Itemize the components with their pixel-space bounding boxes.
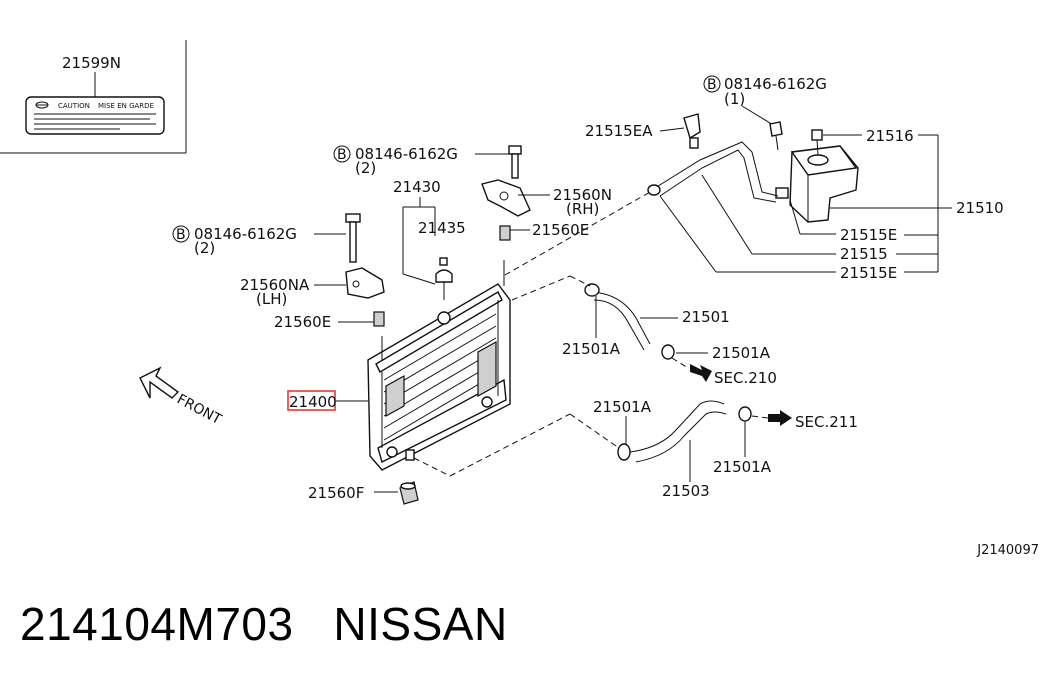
callout-bolt-left: B 08146-6162G (2): [172, 225, 346, 257]
label-21501a-1: 21501A: [562, 340, 621, 358]
svg-text:08146-6162G: 08146-6162G: [355, 145, 458, 163]
callout-bolt-upper-mid: B 08146-6162G (2): [333, 145, 510, 177]
bolt-marker-icon-2: [333, 145, 351, 163]
label-21560e-left: 21560E: [274, 313, 331, 331]
reservoir-tank: [769, 121, 859, 223]
lower-hose: [617, 400, 752, 463]
svg-text:B: B: [176, 227, 186, 243]
diagram-reference-code: J2140097: [977, 543, 1039, 558]
reservoir-cap-top-icon: [811, 129, 823, 141]
bolt-head-icon: [508, 145, 522, 155]
part-number: 214104M703: [20, 598, 294, 650]
grommet-21560e-right-icon: [499, 225, 511, 241]
bracket-lh: [345, 213, 385, 327]
label-21560n-side: (RH): [566, 200, 599, 218]
label-21515e-a: 21515E: [840, 226, 897, 244]
label-21503: 21503: [662, 482, 710, 500]
label-sec210: SEC.210: [714, 369, 777, 387]
label-21560f: 21560F: [308, 484, 364, 502]
svg-text:B: B: [707, 77, 717, 93]
hose-clip-icon: [647, 184, 661, 196]
bolt-reservoir-icon: [769, 121, 783, 137]
label-21501: 21501: [682, 308, 730, 326]
label-21560e-right: 21560E: [532, 221, 589, 239]
svg-text:08146-6162G: 08146-6162G: [724, 75, 827, 93]
bracket-rh: [481, 145, 531, 241]
label-21430: 21430: [393, 178, 441, 196]
front-arrow-icon: [139, 366, 180, 399]
front-label: FRONT: [174, 391, 224, 428]
label-21516: 21516: [866, 127, 914, 145]
label-21501a-4: 21501A: [713, 458, 772, 476]
hose-clamp-lower-1-icon: [617, 443, 631, 461]
arrow-sec210-icon: [690, 364, 712, 382]
svg-text:(1): (1): [724, 90, 745, 108]
bolt-head-left-icon: [345, 213, 361, 223]
label-21501a-2: 21501A: [712, 344, 771, 362]
radiator-cap-icon: [435, 269, 453, 283]
upper-hose: [584, 283, 675, 360]
label-21599n: 21599N: [62, 54, 121, 72]
overflow-hose: [647, 113, 779, 203]
reservoir-cap-icon: [807, 154, 829, 166]
arrow-sec211-icon: [768, 410, 792, 426]
radiator: [367, 260, 511, 471]
hose-clamp-upper-1-icon: [584, 283, 600, 297]
part-title: 214104M703 NISSAN: [20, 597, 508, 651]
svg-text:(2): (2): [355, 159, 376, 177]
inset-caution-label: 21599N CAUTION MISE EN GARDE: [0, 40, 187, 154]
label-21435: 21435: [418, 219, 466, 237]
drain-plug-icon: [439, 257, 448, 266]
svg-text:(2): (2): [194, 239, 215, 257]
bolt-marker-icon: [703, 75, 721, 93]
caution-french-text: MISE EN GARDE: [98, 102, 154, 110]
label-21515ea: 21515EA: [585, 122, 653, 140]
label-21515: 21515: [840, 245, 888, 263]
callout-bolt-top-right: B 08146-6162G (1): [703, 75, 827, 127]
bolt-marker-icon-3: [172, 225, 190, 243]
label-21560na: 21560NA: [240, 276, 310, 294]
label-21560n: 21560N: [553, 186, 612, 204]
grommet-21560e-left-icon: [373, 311, 385, 327]
caution-sticker: [25, 96, 165, 135]
label-21515e-b: 21515E: [840, 264, 897, 282]
label-21560na-side: (LH): [256, 290, 287, 308]
label-21400: 21400: [289, 393, 337, 411]
label-21501a-3: 21501A: [593, 398, 652, 416]
highlight-box-21400: [287, 390, 336, 411]
svg-text:08146-6162G: 08146-6162G: [194, 225, 297, 243]
clip-21515ea-icon: [683, 113, 701, 140]
label-21510: 21510: [956, 199, 1004, 217]
clip-21515e-icon: [775, 187, 789, 199]
label-sec211: SEC.211: [795, 413, 858, 431]
hose-clamp-upper-2-icon: [661, 344, 675, 360]
brand-name: NISSAN: [333, 598, 508, 650]
svg-text:B: B: [337, 147, 347, 163]
hose-clamp-lower-2-icon: [738, 406, 752, 422]
front-direction-indicator: FRONT: [139, 366, 224, 428]
caution-text: CAUTION: [58, 102, 90, 110]
